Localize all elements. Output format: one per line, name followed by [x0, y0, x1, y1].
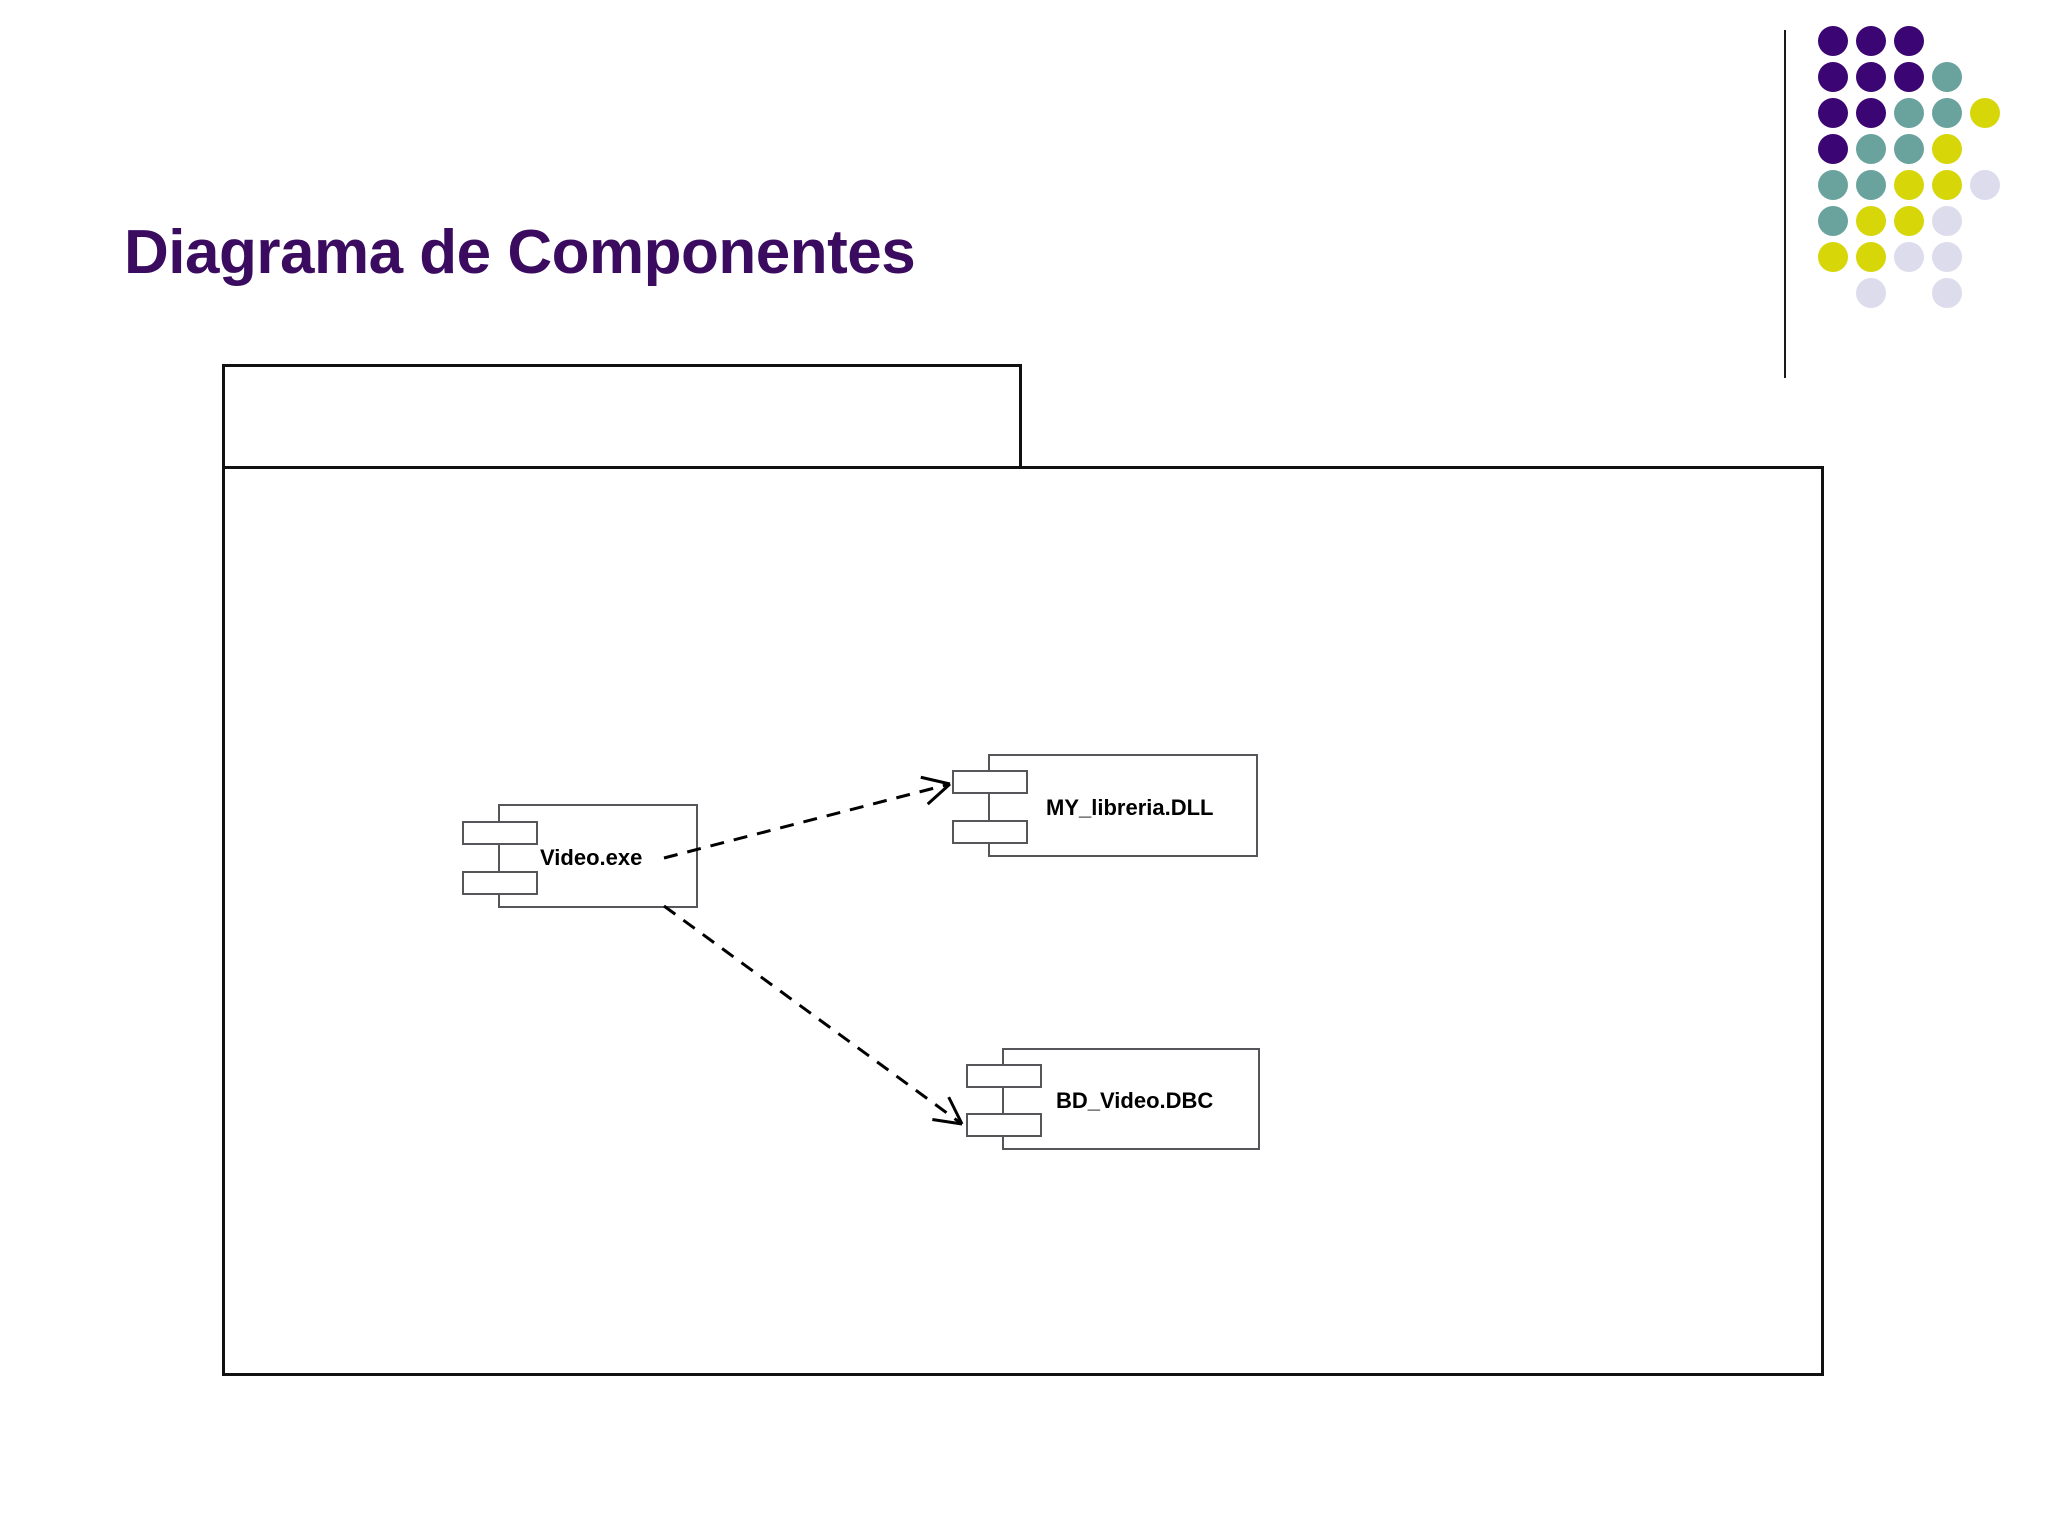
component-bd-video-dbc[interactable]	[966, 1048, 1260, 1150]
logo-dot-teal	[1856, 134, 1886, 164]
logo-dot-yellow	[1932, 170, 1962, 200]
logo-dot-yellow	[1894, 170, 1924, 200]
logo-dot-yellow	[1818, 242, 1848, 272]
logo-dot-purple	[1894, 26, 1924, 56]
logo-dot-purple	[1894, 62, 1924, 92]
component-label-video-exe: Video.exe	[540, 845, 643, 870]
component-port-lower-video-exe	[462, 871, 538, 895]
logo-dot-purple	[1856, 98, 1886, 128]
logo-dot-lavender	[1856, 278, 1886, 308]
component-port-lower-bd-video-dbc	[966, 1113, 1042, 1137]
logo-dot-yellow	[1894, 206, 1924, 236]
logo-dot-purple	[1818, 26, 1848, 56]
component-port-lower-my-libreria-dll	[952, 820, 1028, 844]
logo-dot-purple	[1818, 98, 1848, 128]
logo-dot-lavender	[1932, 206, 1962, 236]
logo-dot-teal	[1932, 98, 1962, 128]
logo-dot-teal	[1856, 170, 1886, 200]
logo-divider-line	[1784, 30, 1786, 378]
logo-dot-lavender	[1932, 242, 1962, 272]
logo-dot-yellow	[1856, 206, 1886, 236]
logo-dot-purple	[1818, 62, 1848, 92]
logo-dot-teal	[1932, 62, 1962, 92]
component-body-bd-video-dbc	[1002, 1048, 1260, 1150]
logo-dot-teal	[1894, 134, 1924, 164]
logo-dot-teal	[1894, 98, 1924, 128]
component-label-my-libreria-dll: MY_libreria.DLL	[1046, 795, 1214, 820]
logo-dot-purple	[1818, 134, 1848, 164]
package-tab	[222, 364, 1022, 468]
decorative-dot-grid-icon	[1818, 26, 2038, 308]
logo-dot-lavender	[1894, 242, 1924, 272]
logo-dot-purple	[1856, 62, 1886, 92]
logo-dot-teal	[1818, 170, 1848, 200]
component-port-upper-bd-video-dbc	[966, 1064, 1042, 1088]
component-port-upper-video-exe	[462, 821, 538, 845]
page-title: Diagrama de Componentes	[124, 218, 916, 287]
package-body	[222, 466, 1824, 1376]
component-port-upper-my-libreria-dll	[952, 770, 1028, 794]
logo-dot-teal	[1818, 206, 1848, 236]
component-body-my-libreria-dll	[988, 754, 1258, 857]
logo-dot-yellow	[1856, 242, 1886, 272]
component-label-bd-video-dbc: BD_Video.DBC	[1056, 1088, 1214, 1113]
component-my-libreria-dll[interactable]	[952, 754, 1258, 857]
logo-dot-yellow	[1970, 98, 2000, 128]
logo-dot-lavender	[1932, 278, 1962, 308]
logo-dot-purple	[1856, 26, 1886, 56]
logo-dot-lavender	[1970, 170, 2000, 200]
logo-dot-yellow	[1932, 134, 1962, 164]
